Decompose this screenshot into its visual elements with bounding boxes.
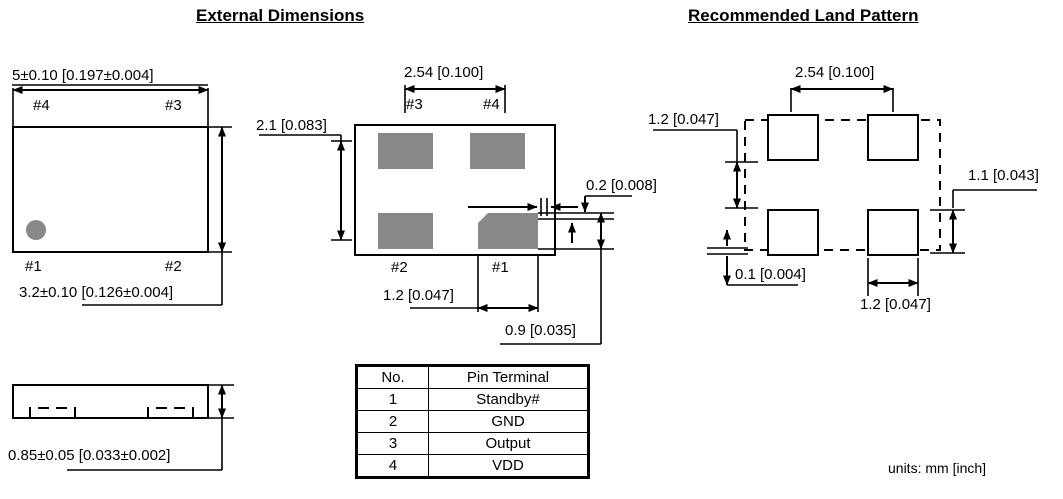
pin-label-top-left-4: #4 <box>33 97 50 114</box>
pad-2 <box>378 213 433 249</box>
title-recommended-land-pattern: Recommended Land Pattern <box>688 6 919 25</box>
pad-3 <box>378 133 433 169</box>
dim-land-bottom: 1.2 [0.047] <box>860 296 931 313</box>
side-view-foot-left <box>29 407 76 418</box>
dim-land-right: 1.1 [0.043] <box>968 167 1039 184</box>
dim-side-view-thickness: 0.85±0.05 [0.033±0.002] <box>8 447 171 464</box>
table-cell-terminal: VDD <box>428 454 588 477</box>
land-pad-bottom-right <box>867 209 919 256</box>
land-pad-bottom-left <box>767 209 819 256</box>
dim-bottom-view-pad-row: 2.1 [0.083] <box>256 117 327 134</box>
dim-land-pitch: 2.54 [0.100] <box>795 64 875 81</box>
dim-top-view-height: 3.2±0.10 [0.126±0.004] <box>19 284 174 301</box>
side-view-body <box>12 384 209 419</box>
land-pad-top-left <box>767 114 819 161</box>
table-header-row: No. Pin Terminal <box>357 366 588 389</box>
pin-label-bv-bottom-left-2: #2 <box>391 259 408 276</box>
side-view-group <box>12 384 234 471</box>
dim-land-left: 1.2 [0.047] <box>648 111 719 128</box>
pad-4 <box>470 133 525 169</box>
dim-land-bottom-left: 0.1 [0.004] <box>735 266 806 283</box>
table-row: 1 Standby# <box>357 388 588 411</box>
land-outline-dashed <box>744 119 941 251</box>
pin-label-bv-top-left-3: #3 <box>406 96 423 113</box>
pin1-indicator-dot <box>26 220 46 240</box>
side-view-foot-right <box>147 407 194 418</box>
table-header-no: No. <box>357 366 429 389</box>
table-cell-terminal: Standby# <box>428 388 588 411</box>
dim-top-view-width: 5±0.10 [0.197±0.004] <box>12 67 154 84</box>
dim-bottom-view-edge: 0.2 [0.008] <box>586 177 657 194</box>
pin-terminal-table: No. Pin Terminal 1 Standby# 2 GND 3 Outp… <box>355 364 590 479</box>
pad-1-chamfered <box>478 213 538 249</box>
land-pattern-group <box>653 85 1037 296</box>
units-note: units: mm [inch] <box>888 460 987 476</box>
land-pad-top-right <box>867 114 919 161</box>
table-row: 4 VDD <box>357 454 588 477</box>
top-view-group <box>12 84 232 306</box>
dim-bottom-view-pad-pitch: 2.54 [0.100] <box>404 64 484 81</box>
table-header-pin-terminal: Pin Terminal <box>428 366 588 389</box>
dim-bottom-view-pad-height: 0.9 [0.035] <box>505 322 576 339</box>
title-external-dimensions: External Dimensions <box>196 6 365 25</box>
bottom-view-group <box>259 85 632 345</box>
pin-label-bv-bottom-right-1: #1 <box>492 259 509 276</box>
pin-label-bottom-left-1: #1 <box>25 258 42 275</box>
pin-label-top-right-3: #3 <box>165 97 182 114</box>
dim-bottom-view-pad-width: 1.2 [0.047] <box>383 287 454 304</box>
pin-label-bv-top-right-4: #4 <box>483 96 500 113</box>
pin-label-bottom-right-2: #2 <box>165 258 182 275</box>
